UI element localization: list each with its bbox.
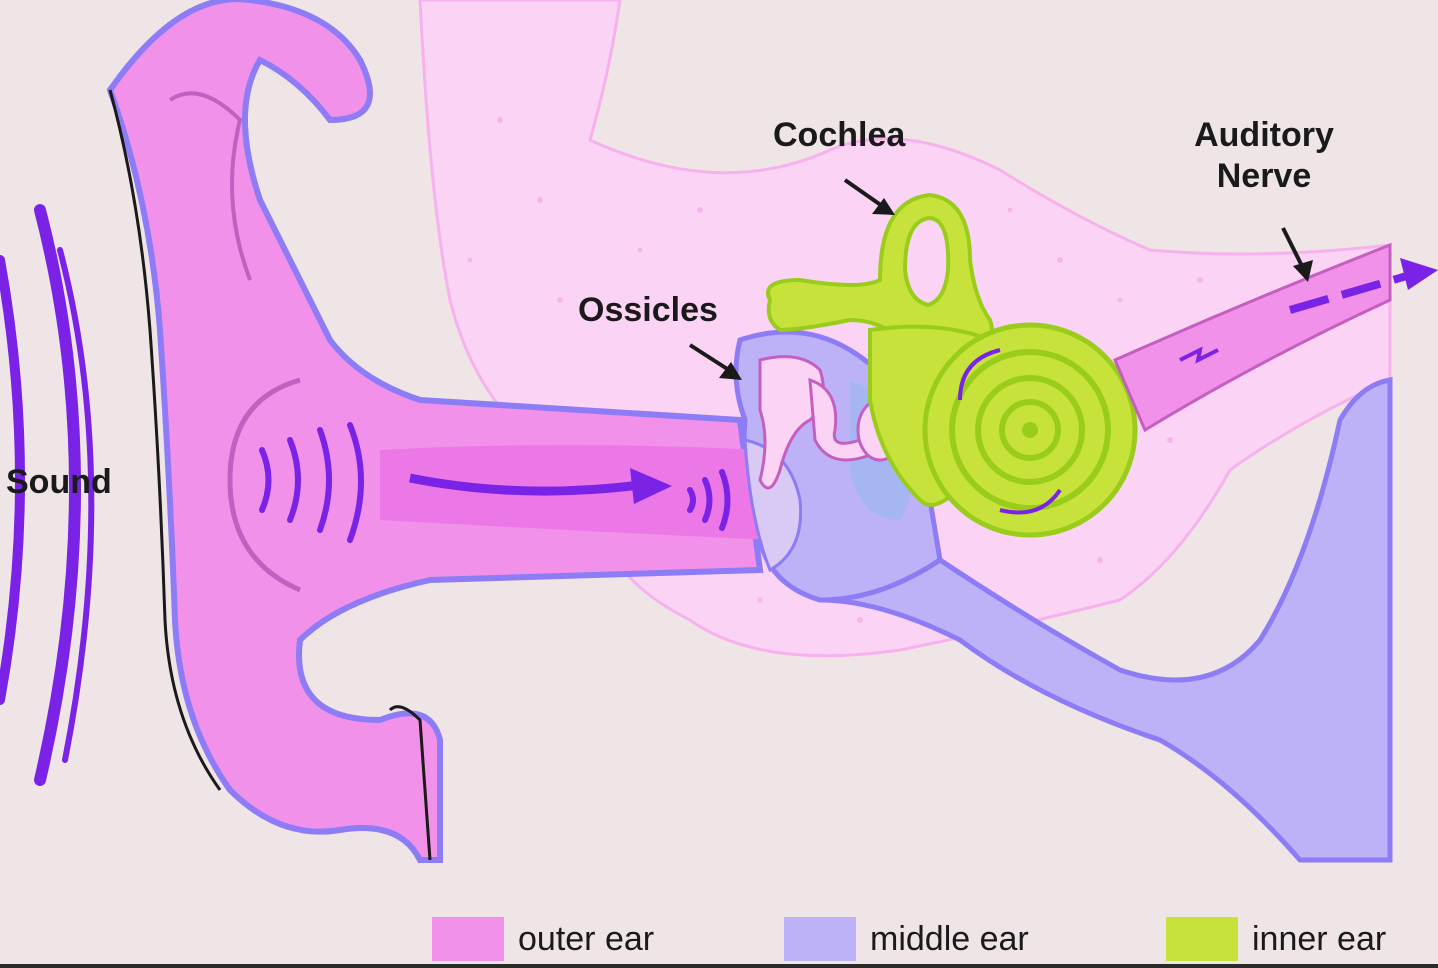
legend-swatch-inner-ear — [1166, 917, 1238, 961]
legend-item-middle-ear: middle ear — [784, 915, 1029, 963]
legend-label-inner-ear: inner ear — [1252, 920, 1386, 959]
ossicles-label: Ossicles — [578, 290, 718, 331]
cochlea-spiral — [925, 325, 1135, 535]
legend-swatch-middle-ear — [784, 917, 856, 961]
legend-swatch-outer-ear — [432, 917, 504, 961]
bottom-border — [0, 964, 1438, 968]
auditory-nerve-label-line1: Auditory — [1184, 115, 1344, 156]
auditory-nerve-label-line2: Nerve — [1184, 156, 1344, 197]
legend-item-inner-ear: inner ear — [1166, 915, 1386, 963]
legend-label-outer-ear: outer ear — [518, 920, 654, 959]
cochlea-label: Cochlea — [773, 115, 905, 156]
auditory-nerve-label: Auditory Nerve — [1184, 115, 1344, 197]
legend-label-middle-ear: middle ear — [870, 920, 1029, 959]
sound-label: Sound — [6, 462, 112, 503]
nerve-arrow-head — [1400, 258, 1438, 290]
legend-item-outer-ear: outer ear — [432, 915, 654, 963]
legend: outer ear middle ear inner ear — [0, 905, 1438, 968]
